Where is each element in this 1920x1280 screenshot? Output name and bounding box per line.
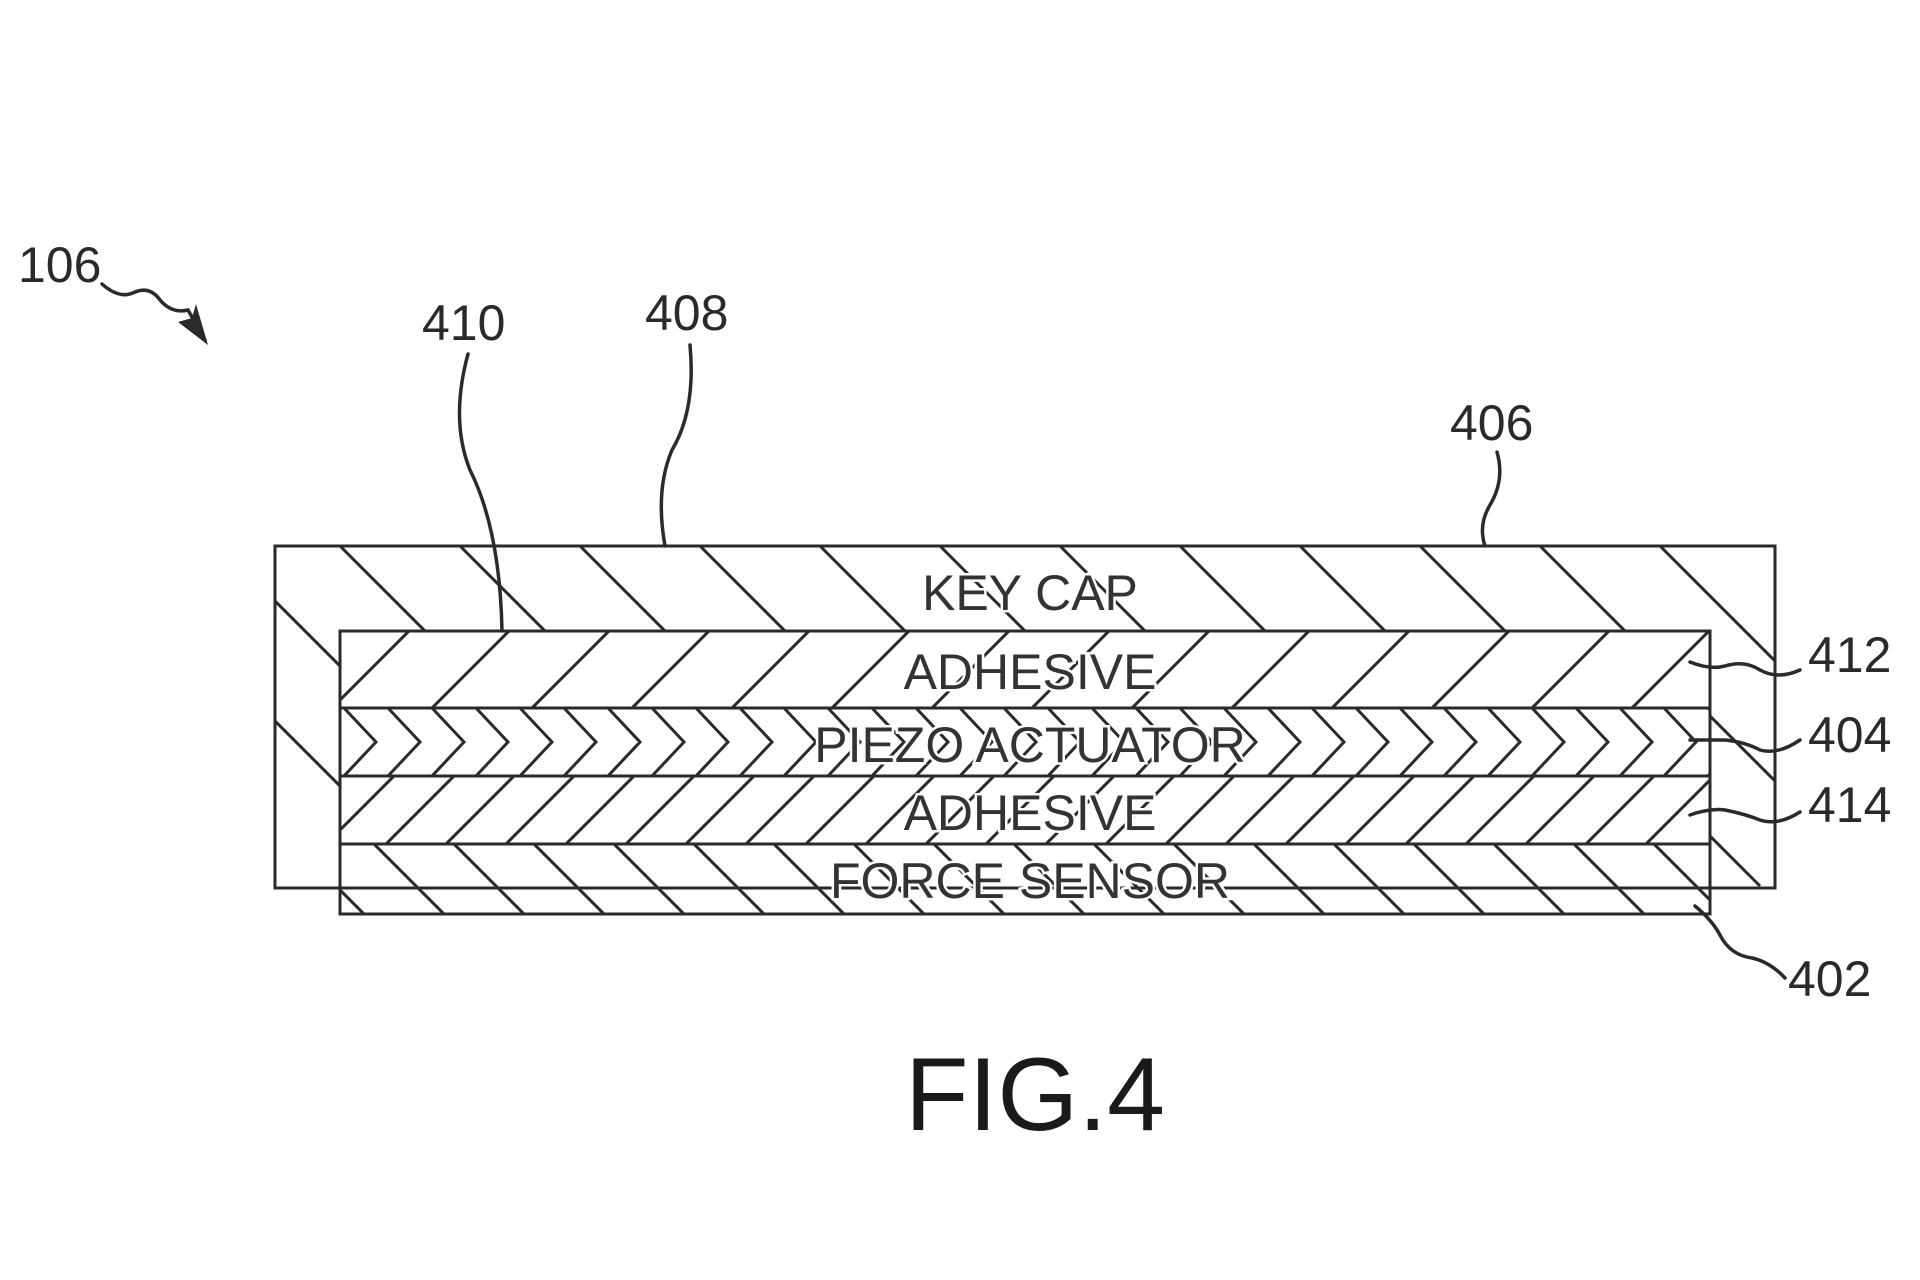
layer-label-adhesive-bottom: ADHESIVE xyxy=(904,785,1157,841)
ref-num-106: 106 xyxy=(18,237,101,293)
ref-num-412: 412 xyxy=(1808,627,1891,683)
hatch-adhesive-bottom xyxy=(340,776,1710,844)
leader-406 xyxy=(1480,450,1502,548)
ref-num-410: 410 xyxy=(422,295,505,351)
figure-title: FIG.4 xyxy=(905,1037,1165,1153)
leader-404 xyxy=(1688,738,1802,753)
layer-label-adhesive-top: ADHESIVE xyxy=(904,644,1157,700)
layer-label-key-cap: KEY CAP xyxy=(922,565,1138,621)
ref-num-406: 406 xyxy=(1450,395,1533,451)
leader-414 xyxy=(1688,807,1802,824)
leader-402 xyxy=(1693,904,1787,980)
ref-num-408: 408 xyxy=(645,285,728,341)
leader-106 xyxy=(100,282,207,342)
arrowhead-106 xyxy=(178,304,208,345)
hatch-piezo-actuator xyxy=(342,708,1710,776)
key-cap-outline xyxy=(273,544,1777,890)
leader-412 xyxy=(1688,660,1802,677)
force-sensor-outline xyxy=(338,842,1712,916)
hatch-adhesive-top xyxy=(340,631,1710,708)
ref-num-404: 404 xyxy=(1808,707,1891,763)
ref-num-402: 402 xyxy=(1788,951,1871,1007)
layer-label-piezo-actuator: PIEZO ACTUATOR xyxy=(814,717,1246,773)
layer-label-force-sensor: FORCE SENSOR xyxy=(830,853,1230,909)
leader-410 xyxy=(457,352,504,633)
hatch-force-sensor xyxy=(340,844,1710,914)
ref-num-414: 414 xyxy=(1808,777,1891,833)
leader-408 xyxy=(659,343,693,548)
